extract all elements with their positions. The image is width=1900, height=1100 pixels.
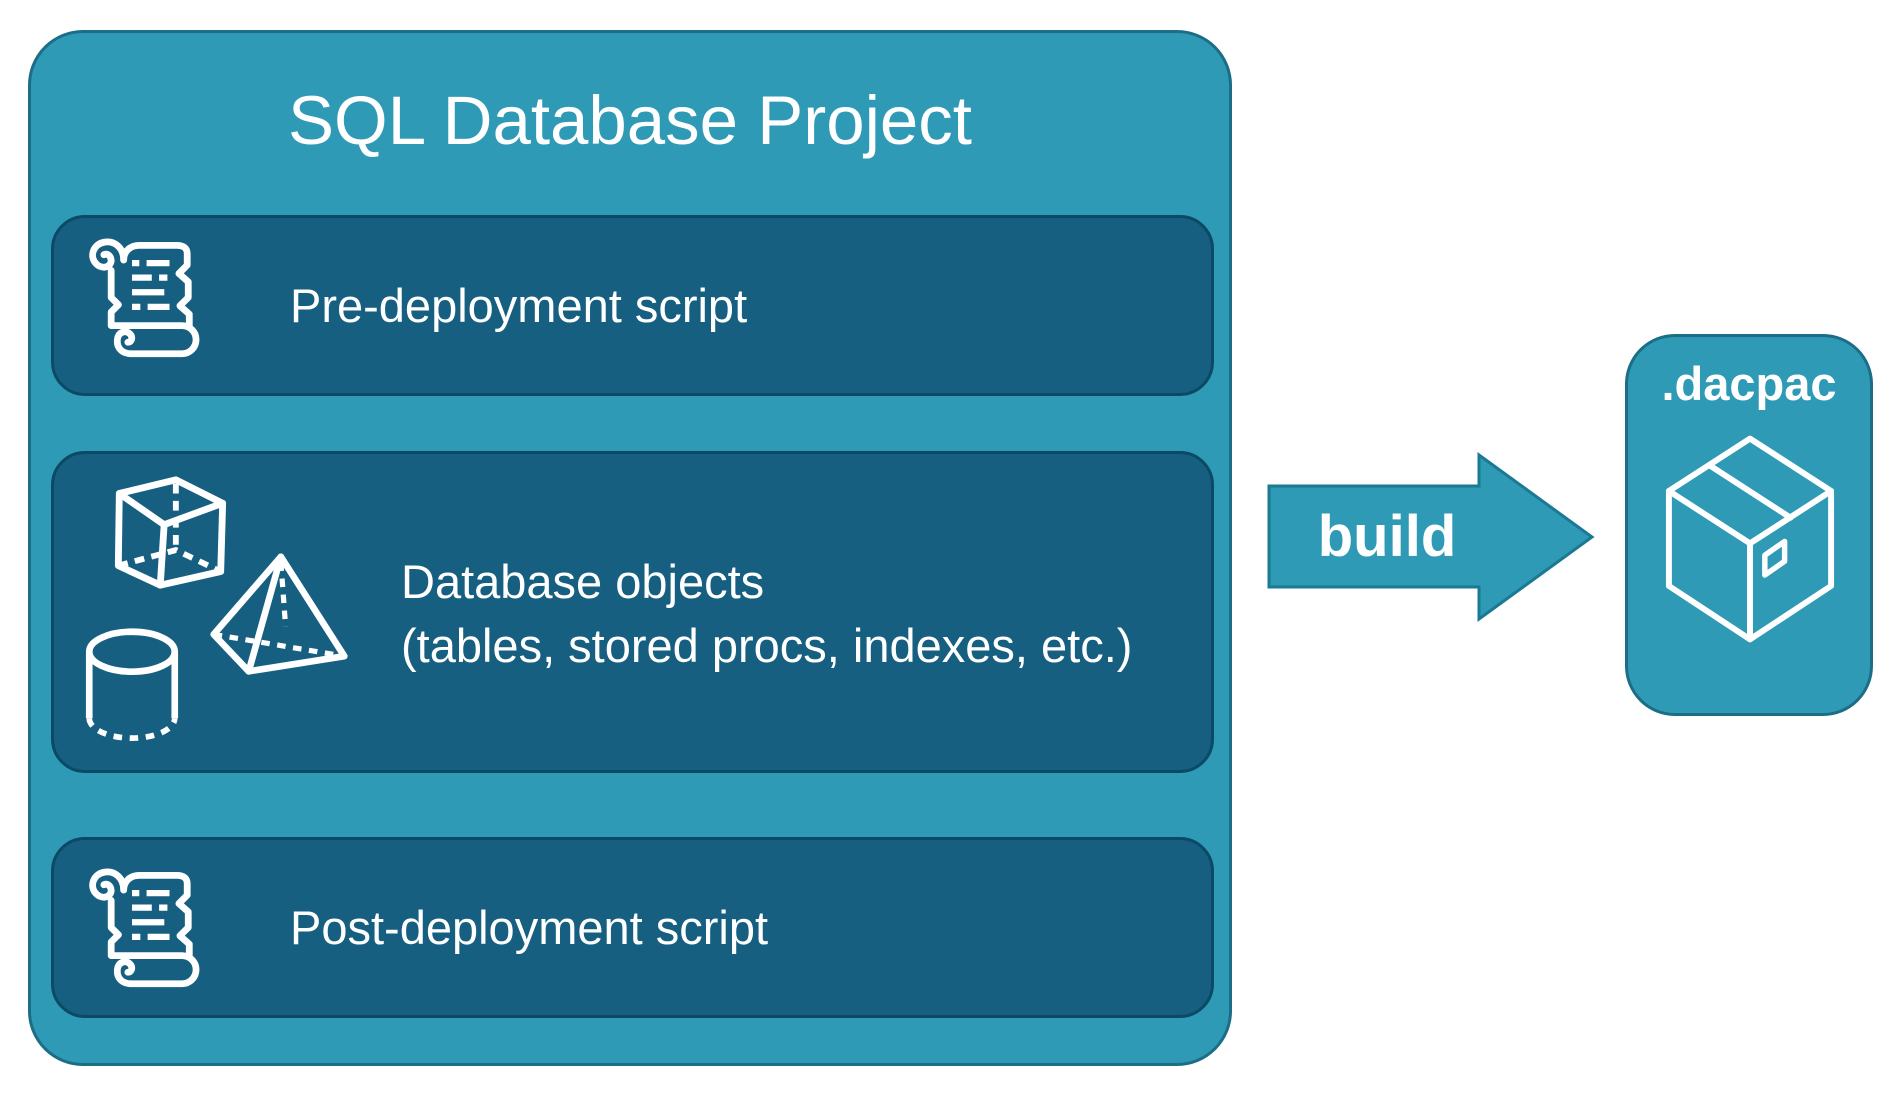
post-deployment-script-panel: Post-deployment script — [51, 837, 1214, 1018]
post-deployment-script-label: Post-deployment script — [290, 900, 769, 954]
sql-database-project-box: SQL Database Project Pre-deployment scri… — [28, 30, 1232, 1066]
scroll-icon — [81, 866, 208, 991]
pre-deployment-script-panel: Pre-deployment script — [51, 215, 1214, 396]
project-title: SQL Database Project — [288, 82, 972, 159]
dacpac-label: .dacpac — [1661, 357, 1837, 410]
database-objects-panel: Database objects (tables, stored procs, … — [51, 451, 1214, 773]
build-arrow-shape — [1267, 452, 1595, 622]
database-objects-label: Database objects — [401, 555, 765, 608]
database-objects-text: Database objects (tables, stored procs, … — [401, 550, 1132, 678]
package-icon — [1661, 429, 1839, 643]
build-arrow-label: build — [1317, 504, 1457, 569]
dacpac-output-box: .dacpac — [1625, 334, 1873, 716]
cylinder-icon — [84, 627, 180, 741]
pre-deployment-script-label: Pre-deployment script — [290, 278, 748, 332]
database-objects-sublabel: (tables, stored procs, indexes, etc.) — [401, 619, 1133, 672]
pyramid-icon — [208, 548, 350, 682]
scroll-icon — [81, 236, 208, 361]
